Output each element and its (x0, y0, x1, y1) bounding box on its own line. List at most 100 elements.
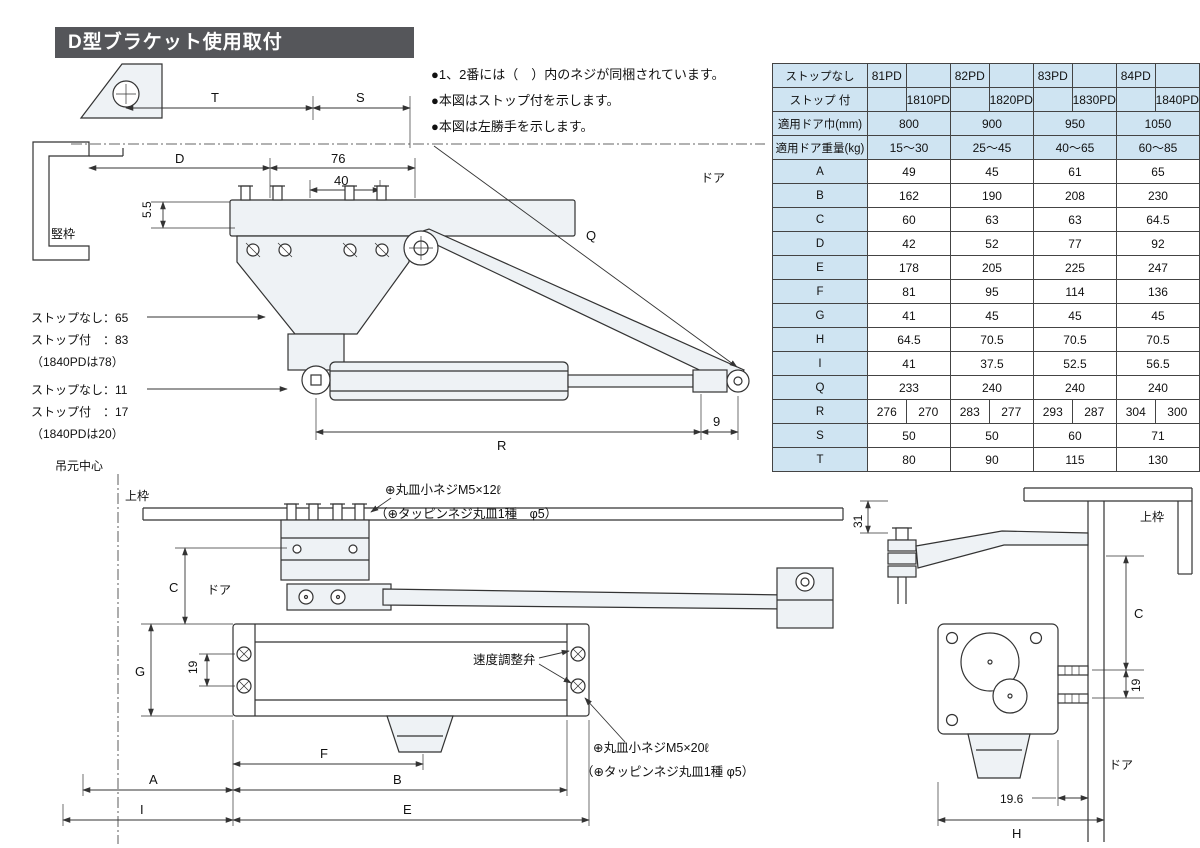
dim-c-19-side (1092, 555, 1144, 699)
dim-q-label: Q (586, 228, 596, 243)
dim-76-label: 76 (331, 151, 345, 166)
dim-19-label: 19 (1129, 678, 1143, 692)
value-cell: 1050 (1115, 111, 1200, 136)
empty-cell (1115, 87, 1156, 112)
dim-c-g-19 (141, 547, 287, 717)
screw-note-lower-leader (584, 697, 626, 743)
model-stop: 1810PD (905, 87, 951, 112)
value-cell: 60〜85 (1115, 135, 1200, 160)
closer-body-front (232, 623, 590, 717)
value-cell: 63 (949, 207, 1034, 232)
value-cell: 60 (866, 207, 951, 232)
value-cell: 270 (905, 399, 951, 424)
screw-note-upper-line1: ⊕丸皿小ネジM5×12ℓ (385, 483, 501, 497)
value-cell: 92 (1115, 231, 1200, 256)
arm-bracket-body (236, 235, 410, 371)
vertical-frame-profile (32, 141, 124, 261)
door-label: ドア (1109, 758, 1133, 772)
bottom-wedge-side (967, 733, 1031, 779)
bottom-dims (62, 720, 590, 826)
front-view-drawing: 吊元中心 上枠 ドア ⊕丸皿小ネジM5×12ℓ （⊕タッピンネジ丸皿1種 φ5） (55, 458, 844, 844)
dim-40-label: 40 (334, 173, 348, 188)
row-label: Q (772, 375, 868, 400)
row-label: A (772, 159, 868, 184)
value-cell: 247 (1115, 255, 1200, 280)
dim-r-label: R (497, 438, 506, 453)
note-line: ●本図は左勝手を示します。 (431, 119, 594, 134)
value-cell: 25〜45 (949, 135, 1034, 160)
dim-r-9 (315, 394, 739, 440)
side-arm (887, 527, 1089, 604)
screw-note-lower-line2: （⊕タッピンネジ丸皿1種 φ5） (581, 765, 754, 779)
notes-block: ●1、2番には（ ）内のネジが同梱されています。 ●本図はストップ付を示します。… (431, 62, 725, 140)
vertical-frame-label: 竪枠 (51, 227, 75, 241)
value-cell: 42 (866, 231, 951, 256)
stop-note: ストップ付 ：17 (31, 405, 129, 419)
model-stop: 1830PD (1071, 87, 1117, 112)
value-cell: 41 (866, 303, 951, 328)
value-cell: 190 (949, 183, 1034, 208)
dim-19-6-label: 19.6 (1000, 792, 1024, 806)
model-no-stop: 81PD (866, 63, 907, 88)
stop-note: ストップなし：65 (31, 311, 129, 325)
empty-cell (988, 63, 1034, 88)
value-cell: 277 (988, 399, 1034, 424)
dim-s-label: S (356, 90, 365, 105)
value-cell: 287 (1071, 399, 1117, 424)
value-cell: 276 (866, 399, 907, 424)
value-cell: 240 (1115, 375, 1200, 400)
value-cell: 41 (866, 351, 951, 376)
value-cell: 230 (1115, 183, 1200, 208)
dim-f-label: F (320, 746, 328, 761)
value-cell: 205 (949, 255, 1034, 280)
empty-cell (949, 87, 990, 112)
dim-i-label: I (140, 802, 144, 817)
empty-cell (905, 63, 951, 88)
empty-cell (1154, 63, 1200, 88)
value-cell: 45 (1115, 303, 1200, 328)
page-title: D型ブラケット使用取付 (55, 27, 414, 58)
value-cell: 15〜30 (866, 135, 951, 160)
value-cell: 283 (949, 399, 990, 424)
row-label: I (772, 351, 868, 376)
dim-e-label: E (403, 802, 412, 817)
top-bracket (79, 63, 163, 119)
dim-c-label: C (1134, 606, 1143, 621)
value-cell: 900 (949, 111, 1034, 136)
value-cell: 50 (949, 423, 1034, 448)
value-cell: 45 (949, 303, 1034, 328)
stop-annotations: ストップなし：65 ストップ付 ：83 （1840PDは78） ストップなし：1… (31, 311, 288, 441)
dim-g-label: G (135, 664, 145, 679)
value-cell: 300 (1154, 399, 1200, 424)
value-cell: 90 (949, 447, 1034, 472)
value-cell: 80 (866, 447, 951, 472)
arm-linkage (286, 567, 834, 629)
door-label: ドア (207, 583, 231, 597)
row-label: S (772, 423, 868, 448)
value-cell: 233 (866, 375, 951, 400)
screw-note-upper-leader (370, 497, 392, 513)
value-cell: 115 (1032, 447, 1117, 472)
value-cell: 71 (1115, 423, 1200, 448)
valve-leader-2 (538, 663, 572, 684)
dim-19-6-h (937, 740, 1105, 826)
dim-t-label: T (211, 90, 219, 105)
value-cell: 800 (866, 111, 951, 136)
empty-cell (866, 87, 907, 112)
empty-cell (1071, 63, 1117, 88)
value-cell: 60 (1032, 423, 1117, 448)
valve-label: 速度調整弁 (473, 652, 536, 667)
top-frame-label: 上枠 (125, 489, 149, 503)
dim-31-label: 31 (852, 514, 865, 528)
row-label: G (772, 303, 868, 328)
value-cell: 240 (949, 375, 1034, 400)
